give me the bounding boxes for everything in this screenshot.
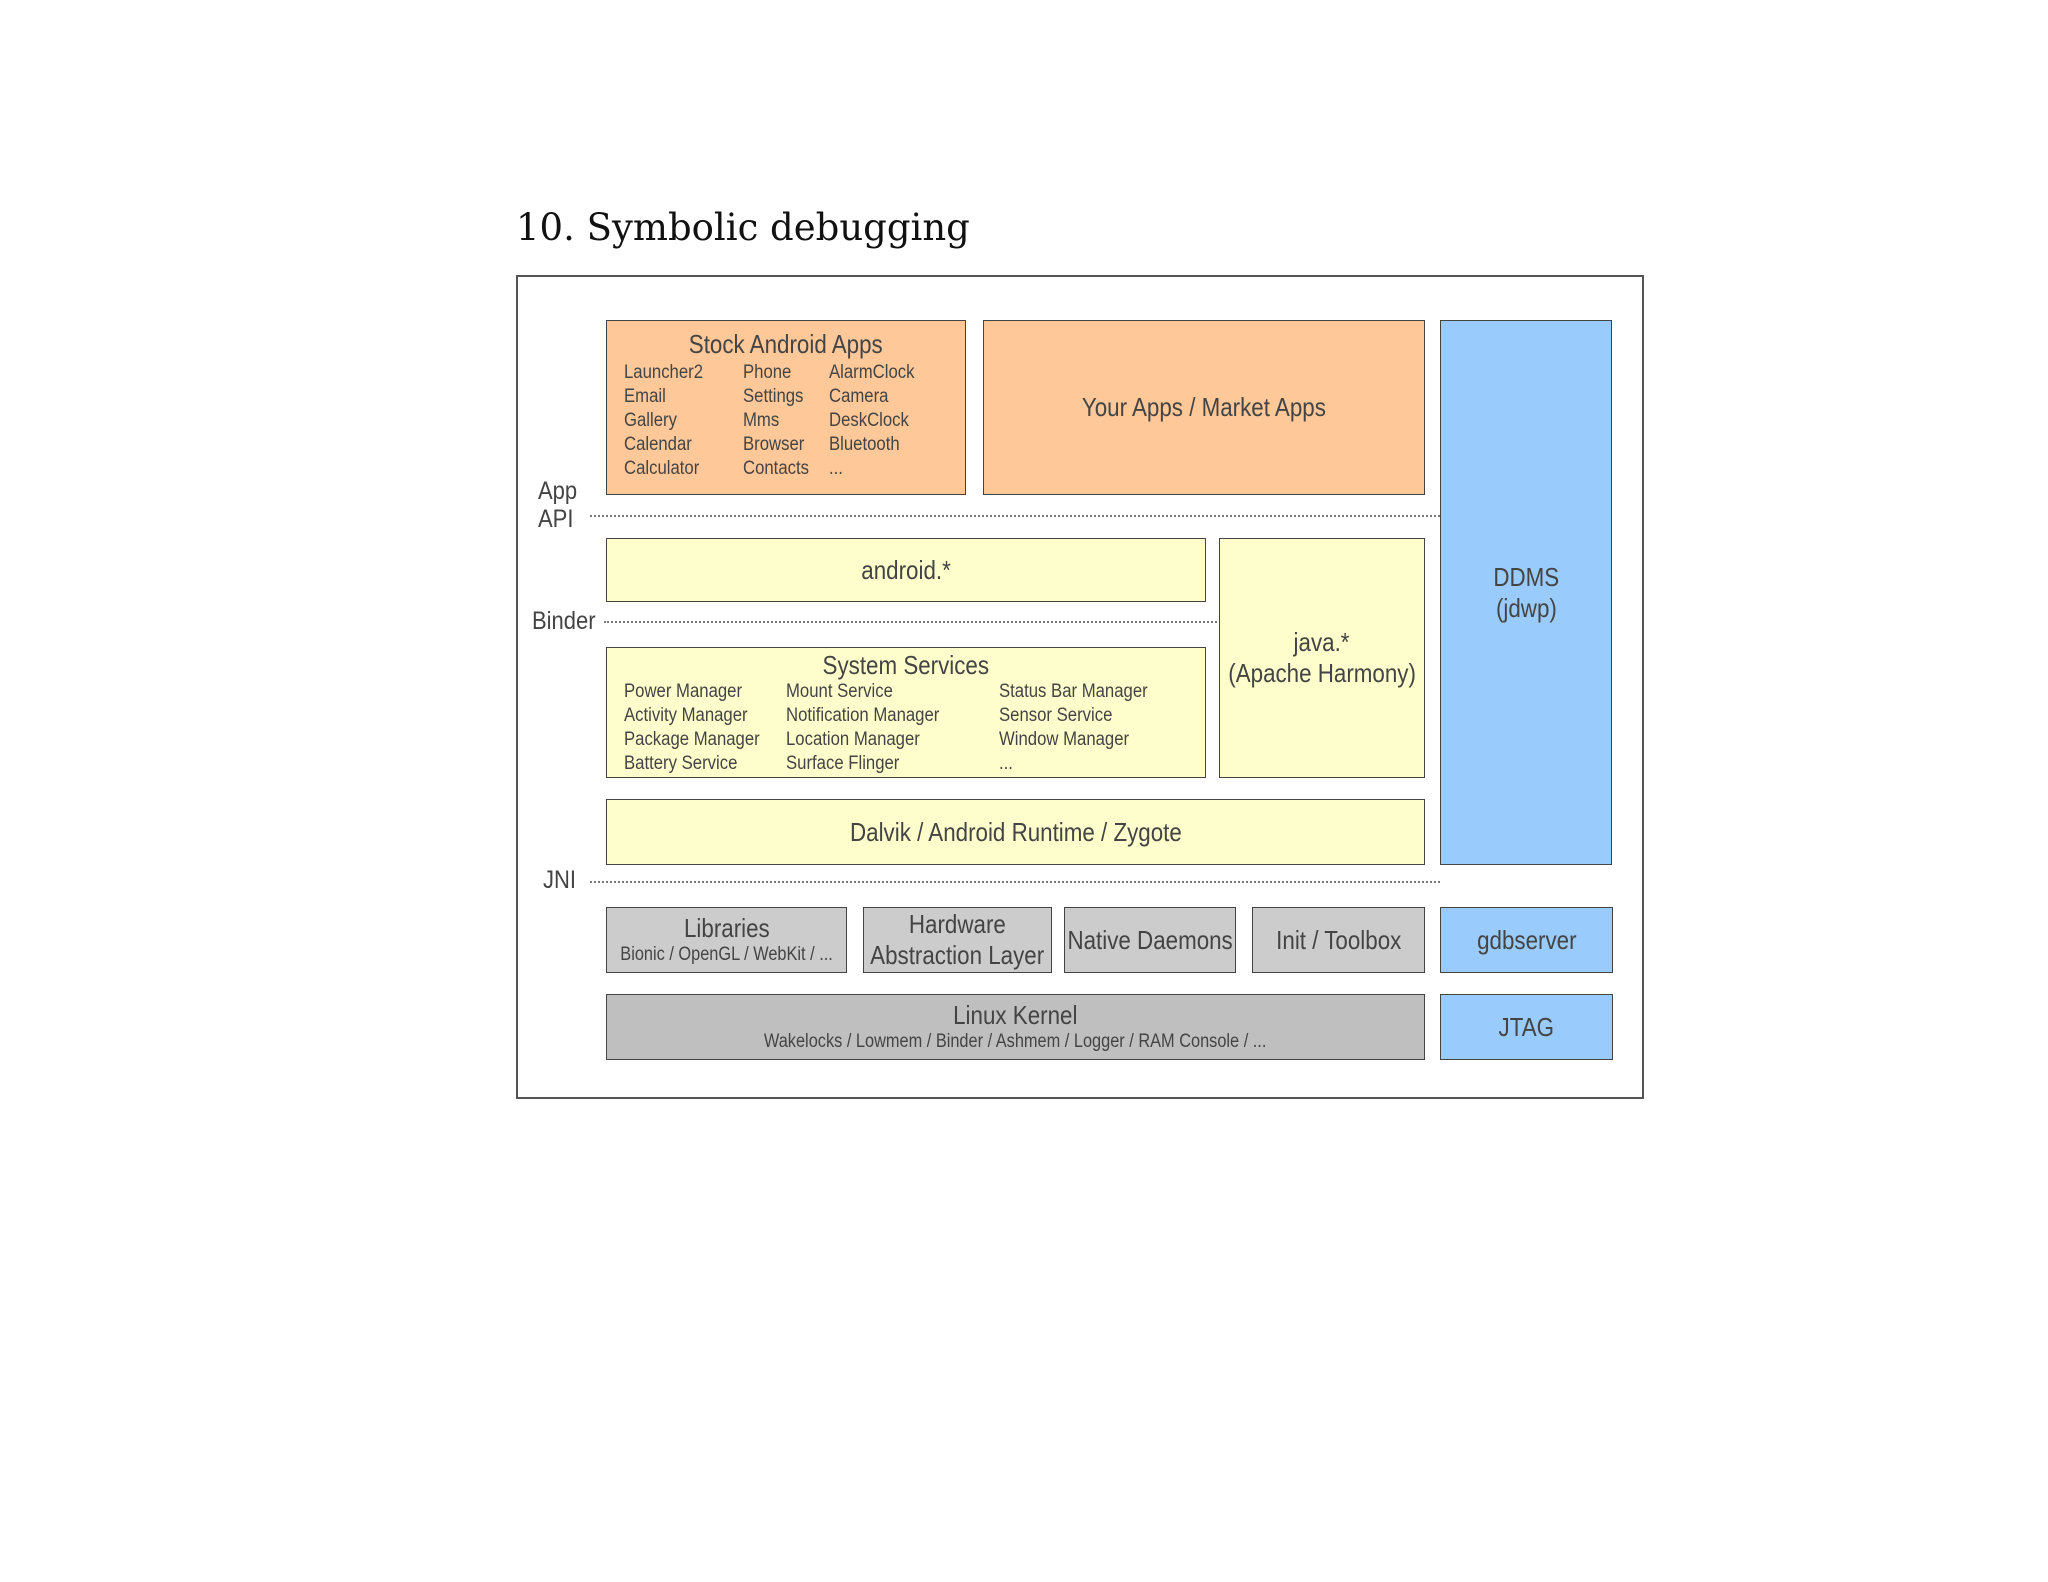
service-item: Battery Service [624, 753, 738, 774]
system-services-box: System Services Power Manager Activity M… [606, 647, 1206, 778]
app-item: Bluetooth [829, 434, 900, 455]
service-item: Surface Flinger [786, 753, 900, 774]
service-item: Window Manager [999, 729, 1130, 750]
binder-separator [604, 621, 1232, 623]
linux-kernel-label: Linux Kernel [953, 1000, 1078, 1031]
android-api-label: android.* [861, 554, 951, 585]
app-item: Contacts [743, 458, 809, 479]
app-item: Browser [743, 434, 805, 455]
service-item: Location Manager [786, 729, 920, 750]
services-column-3: Status Bar Manager Sensor Service Window… [999, 680, 1148, 776]
java-api-label: java.* [1294, 627, 1350, 658]
service-item: Sensor Service [999, 705, 1113, 726]
app-item: Settings [743, 386, 804, 407]
app-api-separator [590, 515, 1440, 517]
native-daemons-label: Native Daemons [1067, 924, 1233, 955]
runtime-box: Dalvik / Android Runtime / Zygote [606, 799, 1425, 865]
java-api-box: java.* (Apache Harmony) [1219, 538, 1425, 778]
runtime-label: Dalvik / Android Runtime / Zygote [849, 816, 1182, 847]
app-item: AlarmClock [829, 362, 915, 383]
hal-label: Hardware [909, 909, 1006, 940]
app-item: Camera [829, 386, 889, 407]
jtag-box: JTAG [1440, 994, 1613, 1060]
libraries-box: Libraries Bionic / OpenGL / WebKit / ... [606, 907, 847, 973]
app-item: Email [624, 386, 666, 407]
app-item: Calculator [624, 458, 700, 479]
native-daemons-box: Native Daemons [1064, 907, 1236, 973]
service-item: Notification Manager [786, 705, 940, 726]
init-toolbox-box: Init / Toolbox [1252, 907, 1425, 973]
app-api-label-text: App API [538, 477, 578, 533]
linux-kernel-box: Linux Kernel Wakelocks / Lowmem / Binder… [606, 994, 1425, 1060]
libraries-label: Libraries [683, 913, 770, 944]
app-item: DeskClock [829, 410, 909, 431]
app-item: Gallery [624, 410, 677, 431]
architecture-diagram: App API Binder JNI Stock Android Apps La… [516, 275, 1644, 1099]
app-api-label: App API [538, 477, 577, 533]
app-item: ... [829, 458, 843, 479]
services-column-1: Power Manager Activity Manager Package M… [624, 680, 760, 776]
your-apps-box: Your Apps / Market Apps [983, 320, 1425, 495]
services-column-2: Mount Service Notification Manager Locat… [786, 680, 939, 776]
service-item: Activity Manager [624, 705, 748, 726]
stock-apps-title: Stock Android Apps [689, 329, 883, 359]
your-apps-label: Your Apps / Market Apps [1081, 392, 1327, 423]
binder-label: Binder [532, 607, 596, 635]
java-api-sublabel: (Apache Harmony) [1228, 658, 1416, 688]
service-item: ... [999, 753, 1013, 774]
service-item: Power Manager [624, 681, 743, 702]
gdbserver-label: gdbserver [1476, 924, 1577, 955]
stock-apps-column-1: Launcher2 Email Gallery Calendar Calcula… [624, 361, 703, 481]
init-toolbox-label: Init / Toolbox [1275, 924, 1402, 955]
stock-apps-column-3: AlarmClock Camera DeskClock Bluetooth ..… [829, 361, 914, 481]
app-item: Phone [743, 362, 792, 383]
system-services-title: System Services [822, 650, 990, 680]
libraries-sublabel: Bionic / OpenGL / WebKit / ... [620, 943, 833, 965]
service-item: Mount Service [786, 681, 893, 702]
ddms-label: DDMS [1493, 561, 1559, 592]
service-item: Package Manager [624, 729, 760, 750]
hal-box: Hardware Abstraction Layer [863, 907, 1052, 973]
app-item: Calendar [624, 434, 692, 455]
jtag-label: JTAG [1498, 1011, 1555, 1042]
gdbserver-box: gdbserver [1440, 907, 1613, 973]
ddms-sublabel: (jdwp) [1495, 592, 1557, 623]
ddms-box: DDMS (jdwp) [1440, 320, 1612, 865]
app-item: Mms [743, 410, 780, 431]
linux-kernel-sublabel: Wakelocks / Lowmem / Binder / Ashmem / L… [764, 1030, 1267, 1052]
hal-sublabel: Abstraction Layer [870, 940, 1045, 970]
jni-label: JNI [543, 866, 576, 894]
stock-apps-column-2: Phone Settings Mms Browser Contacts [743, 361, 809, 481]
stock-android-apps-box: Stock Android Apps Launcher2 Email Galle… [606, 320, 966, 495]
jni-separator [590, 881, 1440, 883]
service-item: Status Bar Manager [999, 681, 1148, 702]
page-heading: 10. Symbolic debugging [516, 206, 970, 249]
android-api-box: android.* [606, 538, 1206, 602]
app-item: Launcher2 [624, 362, 704, 383]
